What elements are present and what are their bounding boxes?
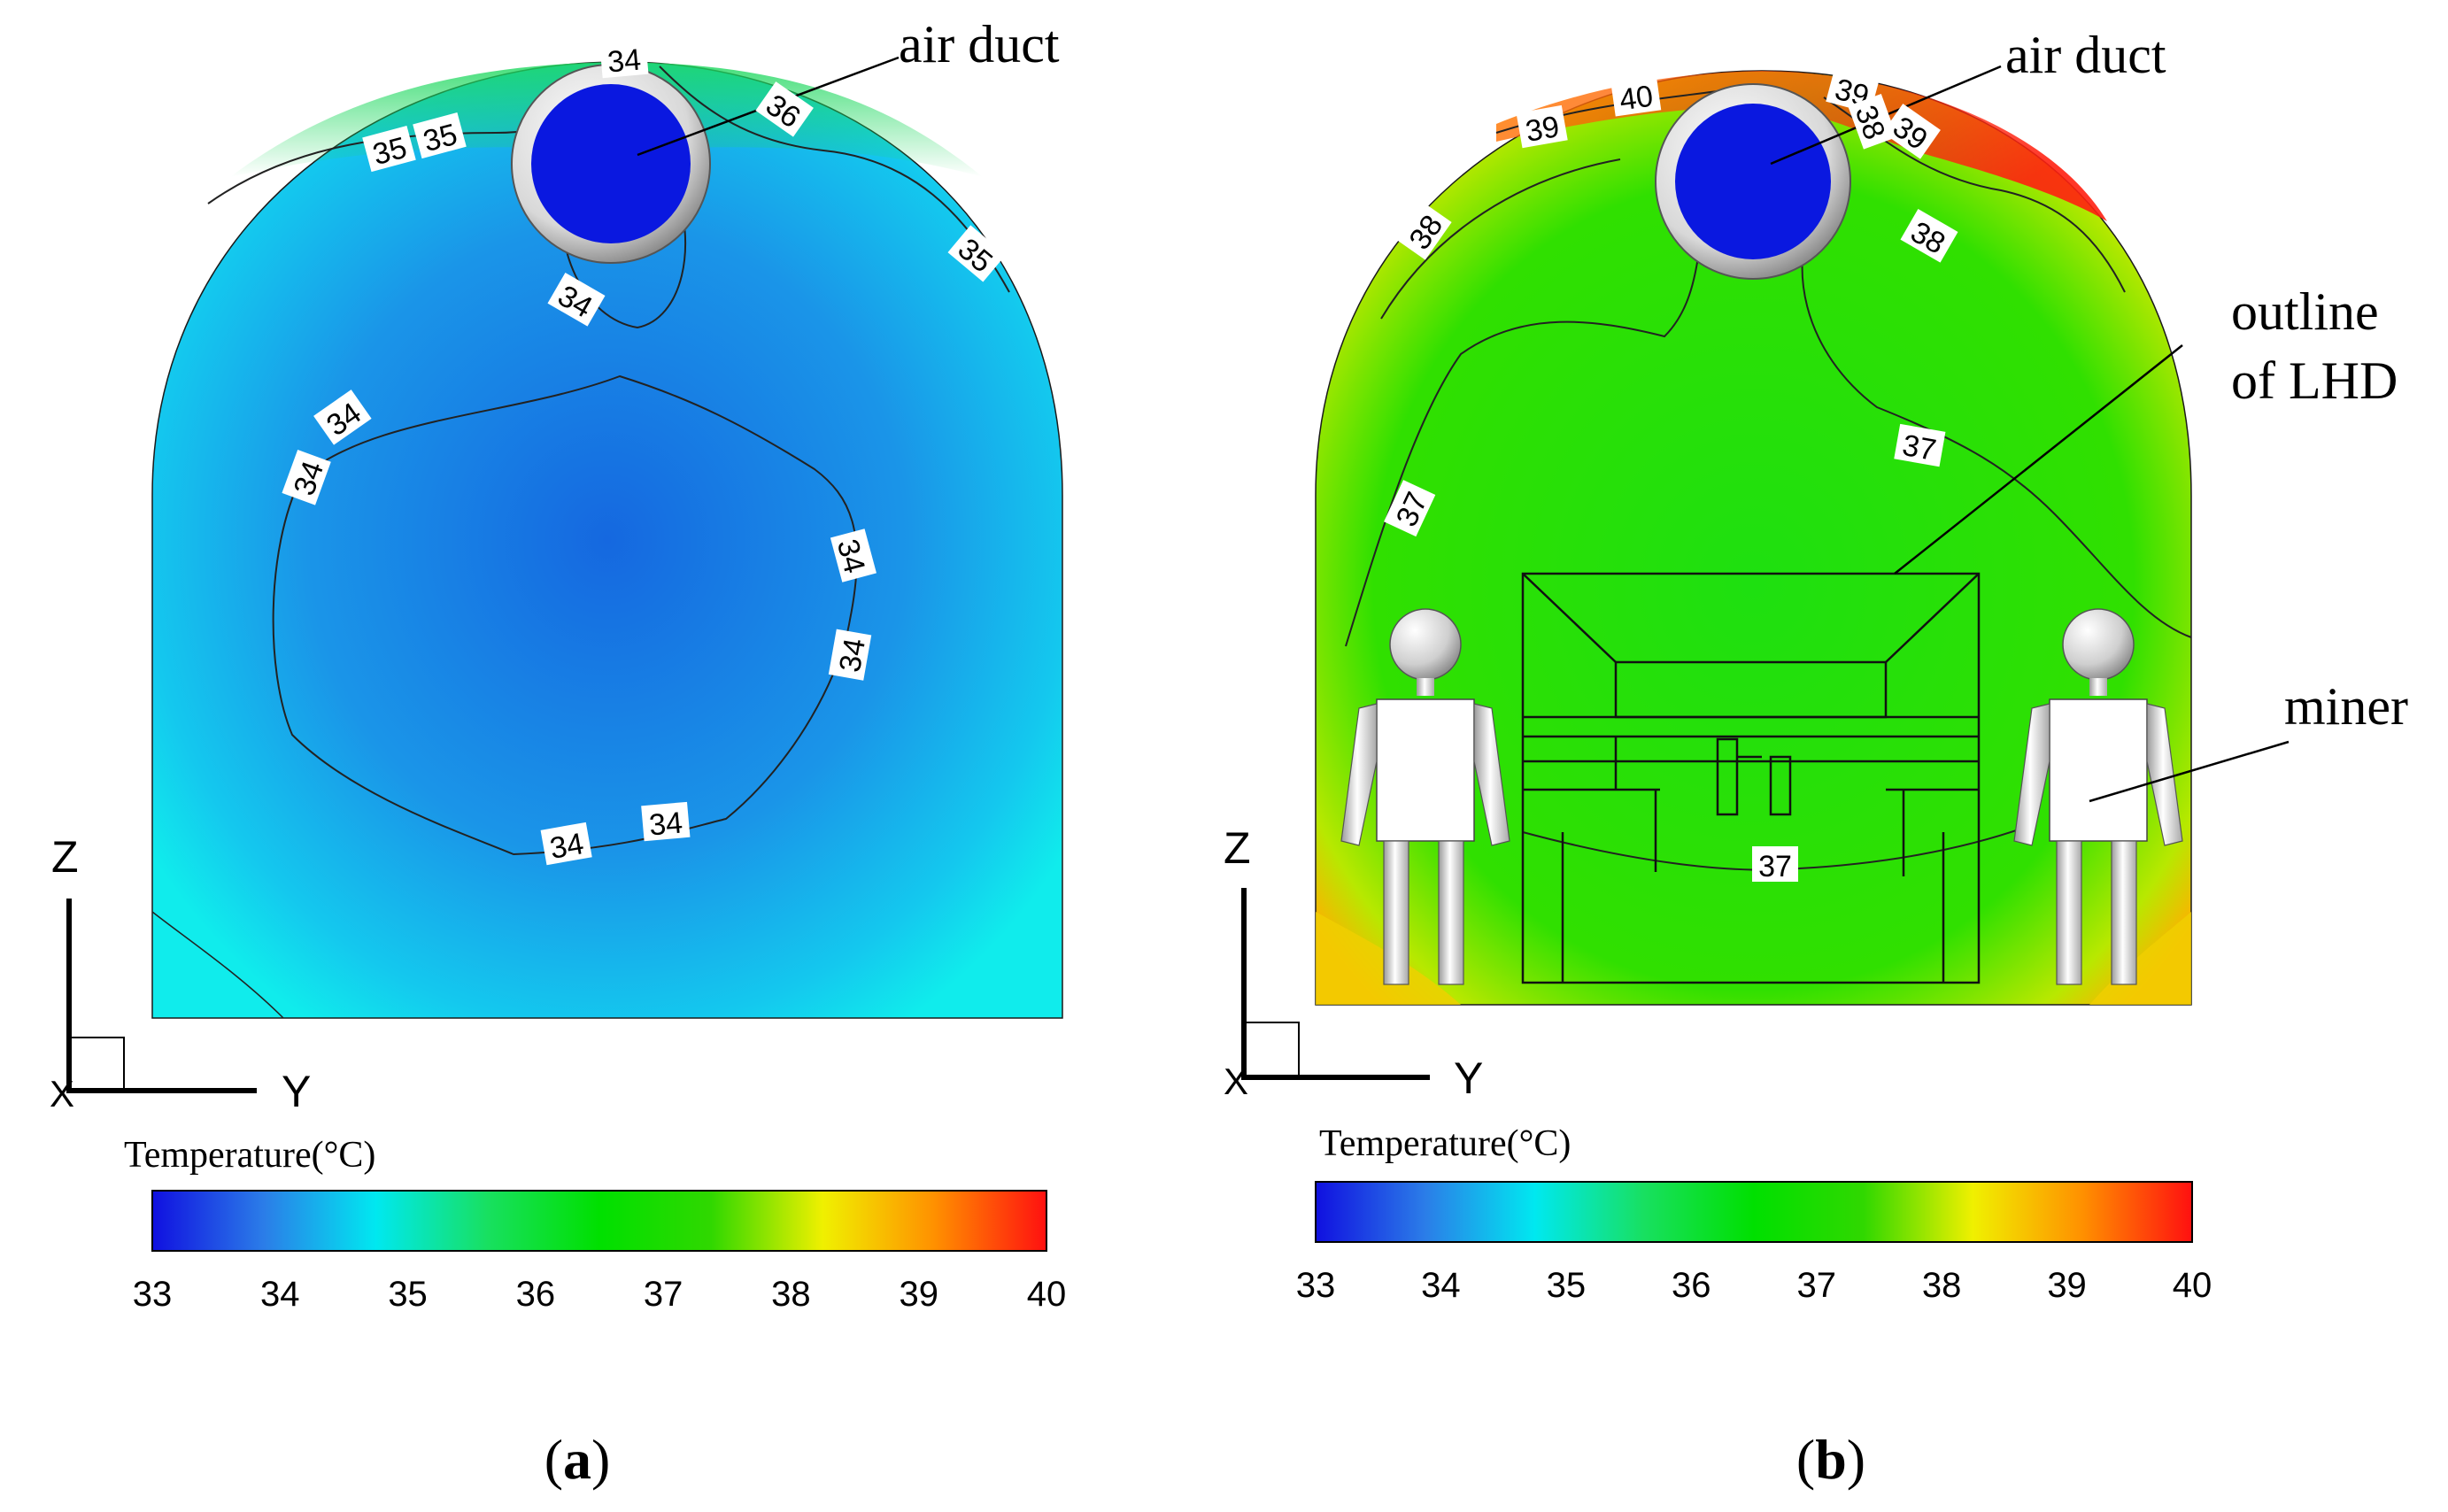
svg-text:37: 37 — [1758, 850, 1792, 883]
contour-b-37-left — [1345, 203, 1718, 647]
contour-label-b: 39 — [1516, 104, 1568, 149]
colorbar-tick-b: 38 — [1922, 1266, 1962, 1305]
axis-x-label-a: X — [50, 1073, 74, 1115]
panel-b-caption: (b) — [1796, 1428, 1865, 1491]
colorbar-ticks-b: 33 34 35 36 37 38 39 40 — [1296, 1266, 2212, 1305]
air-duct-label-a: air duct — [899, 15, 1060, 73]
miner-leader — [2089, 740, 2290, 803]
colorbar-tick-a: 35 — [388, 1275, 428, 1314]
colorbar-tick-a: 33 — [133, 1275, 173, 1314]
contour-label-b: 40 — [1610, 74, 1662, 118]
axis-x-label-b: X — [1224, 1061, 1248, 1102]
lhd-outline — [1521, 572, 1981, 984]
panel-a-caption: (a) — [544, 1428, 611, 1491]
contour-label-a: 34 — [830, 528, 876, 582]
panel-b: air duct outline of LHD miner 40 39 39 3… — [1224, 26, 2408, 1491]
contour-label-a: 35 — [413, 112, 467, 158]
outline-lhd-label-line2: of LHD — [2231, 351, 2398, 410]
colorbar-tick-a: 40 — [1027, 1275, 1067, 1314]
colorbar-ticks-a: 33 34 35 36 37 38 39 40 — [133, 1275, 1067, 1314]
air-duct-b — [1655, 83, 1851, 280]
tunnel-section-b — [1315, 70, 2192, 1006]
contour-b-38-left — [1380, 158, 1621, 320]
contour-label-a: 35 — [362, 126, 416, 172]
colorbar-tick-a: 34 — [260, 1275, 300, 1314]
miner-left — [1340, 608, 1510, 985]
air-duct-label-b: air duct — [2005, 26, 2166, 84]
svg-text:34: 34 — [547, 827, 586, 866]
contour-label-a: 34 — [540, 822, 592, 866]
svg-text:34: 34 — [606, 42, 643, 79]
colorbar-tick-a: 36 — [516, 1275, 556, 1314]
colorbar-tick-a: 39 — [899, 1275, 938, 1314]
contour-label-a: 34 — [641, 801, 691, 843]
contour-label-a: 34 — [282, 450, 331, 505]
colorbar-tick-b: 35 — [1547, 1266, 1587, 1305]
svg-text:34: 34 — [833, 636, 872, 675]
colorbar-tick-b: 36 — [1672, 1266, 1711, 1305]
svg-text:39: 39 — [1523, 110, 1562, 149]
contour-label-a: 34 — [599, 38, 649, 80]
contour-label-b: 37 — [1894, 423, 1946, 467]
colorbar-title-a: Temperature(°C) — [124, 1135, 375, 1176]
svg-text:37: 37 — [1900, 428, 1939, 467]
colorbar-tick-b: 33 — [1296, 1266, 1336, 1305]
colorbar-tick-b: 39 — [2047, 1266, 2087, 1305]
colorbar-tick-b: 37 — [1796, 1266, 1836, 1305]
axis-z-label-a: Z — [51, 832, 79, 882]
svg-text:37: 37 — [1758, 850, 1792, 883]
colorbar-bar-b — [1315, 1181, 2193, 1243]
outline-lhd-label-line1: outline — [2231, 282, 2379, 341]
svg-text:40: 40 — [1618, 80, 1656, 118]
miner-label: miner — [2284, 677, 2408, 736]
contour-a-corner-left — [151, 911, 284, 1019]
axis-z-label-b: Z — [1224, 823, 1251, 873]
colorbar-tick-a: 38 — [771, 1275, 811, 1314]
axis-triad-b: Z Y X — [1224, 823, 1483, 1103]
contour-labels-a: 34 36 35 35 35 34 34 34 34 34 34 34 — [282, 38, 1007, 866]
miner-right — [2013, 608, 2183, 985]
colorbar-b: Temperature(°C) 33 34 35 36 37 38 39 40 — [1296, 1123, 2212, 1305]
contour-b-37-right — [1801, 185, 2192, 638]
colorbar-tick-b: 34 — [1421, 1266, 1461, 1305]
colorbar-title-b: Temperature(°C) — [1319, 1123, 1571, 1164]
contour-label-a: 34 — [828, 629, 872, 681]
axis-y-label-a: Y — [282, 1067, 311, 1116]
axis-y-label-b: Y — [1454, 1053, 1483, 1103]
colorbar-a: Temperature(°C) 33 34 35 36 37 38 39 40 — [124, 1135, 1066, 1314]
lhd-leader — [1894, 344, 2183, 575]
colorbar-tick-a: 37 — [644, 1275, 683, 1314]
panel-a: air duct 34 36 35 35 35 34 34 34 34 34 3… — [50, 15, 1066, 1491]
air-duct-a — [511, 64, 711, 264]
axis-triad-a: Z Y X — [50, 832, 311, 1116]
svg-text:34: 34 — [648, 806, 684, 842]
colorbar-bar-a — [151, 1190, 1047, 1252]
contour-label-b: 37 — [1752, 846, 1798, 883]
colorbar-tick-b: 40 — [2173, 1266, 2212, 1305]
